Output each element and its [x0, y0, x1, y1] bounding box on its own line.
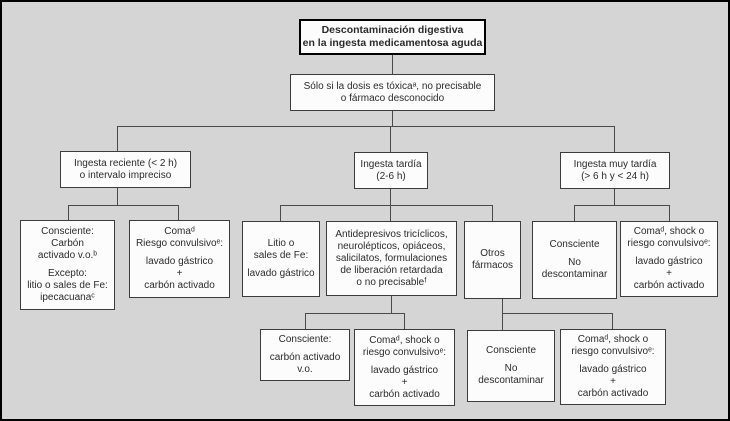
node-coma-shock-1: Comaᵈ, shock o riesgo convulsivoᵉ: lavad… — [620, 221, 718, 297]
node-consciente-no-descontaminar-1: Consciente No descontaminar — [532, 221, 617, 299]
connector-line — [404, 313, 405, 329]
node-text: lavado gástrico + carbón activado — [577, 364, 649, 399]
node-text: lavado gástrico + carbón activado — [144, 256, 215, 291]
connector-line — [68, 205, 69, 220]
connector-line — [305, 313, 405, 314]
node-coma-shock-2: Comaᵈ, shock o riesgo convulsivoᵉ: lavad… — [354, 329, 455, 406]
node-text: lavado gástrico — [247, 268, 315, 279]
connector-line — [502, 313, 503, 330]
node-text: Antidepresivos tricíclicos, neuroléptico… — [335, 228, 448, 288]
connector-line — [502, 313, 613, 314]
node-text: Excepto: litio o sales de Fe: ipecacuana… — [27, 268, 108, 303]
node-title: Descontaminación digestiva en la ingesta… — [299, 19, 486, 55]
node-text: Comaᵈ, shock o riesgo convulsivoᵉ: — [627, 226, 711, 249]
connector-line — [574, 205, 670, 206]
node-text: Litio o sales de Fe: — [253, 238, 309, 261]
node-text: Comaᵈ Riesgo convulsivoᵉ: — [135, 226, 224, 249]
node-antidepresivos-triciclicos: Antidepresivos tricíclicos, neuroléptico… — [326, 221, 457, 296]
node-text: Comaᵈ, shock o riesgo convulsivoᵉ: — [571, 334, 655, 357]
node-text: Consciente — [485, 345, 537, 356]
connector-line — [502, 298, 503, 313]
connector-line — [390, 126, 391, 152]
connector-line — [117, 188, 118, 205]
node-consciente-no-descontaminar-2: Consciente No descontaminar — [467, 330, 555, 402]
connector-line — [669, 205, 670, 221]
node-text: lavado gástrico + carbón activado — [633, 256, 705, 291]
connector-line — [392, 55, 393, 74]
node-text: lavado gástrico + carbón activado — [369, 364, 440, 400]
node-text: No descontaminar — [478, 363, 544, 386]
node-dose-condition: Sólo si la dosis es tóxicaᵃ, no precisab… — [290, 74, 495, 111]
node-text: Otros fármacos — [471, 248, 514, 271]
node-text: Consciente — [549, 239, 600, 250]
node-text: Consciente: Carbón activado v.o.ᵇ — [37, 226, 98, 261]
connector-line — [391, 296, 392, 313]
node-text: Comaᵈ, shock o riesgo convulsivoᵉ: — [362, 334, 447, 358]
connector-line — [178, 205, 179, 220]
node-ingesta-reciente: Ingesta reciente (< 2 h) o intervalo imp… — [60, 151, 191, 188]
node-consciente-carbon-excepto: Consciente: Carbón activado v.o.ᵇ Except… — [20, 220, 115, 310]
node-coma-riesgo-convulsivo: Comaᵈ Riesgo convulsivoᵉ: lavado gástric… — [129, 220, 230, 298]
node-ingesta-muy-tardia: Ingesta muy tardía (> 6 h y < 24 h) — [560, 152, 670, 189]
node-dose-condition-text: Sólo si la dosis es tóxicaᵃ, no precisab… — [303, 80, 482, 104]
connector-line — [117, 126, 118, 151]
node-text: No descontaminar — [541, 257, 608, 280]
connector-line — [614, 126, 615, 152]
connector-line — [574, 205, 575, 221]
connector-line — [280, 205, 493, 206]
node-ingesta-muy-tardia-text: Ingesta muy tardía (> 6 h y < 24 h) — [573, 158, 657, 182]
connector-line — [68, 205, 179, 206]
connector-line — [614, 189, 615, 205]
node-otros-farmacos: Otros fármacos — [464, 221, 521, 299]
node-text: carbón activado v.o. — [269, 352, 341, 375]
connector-line — [305, 313, 306, 329]
connector-line — [392, 111, 393, 126]
connector-line — [117, 126, 615, 127]
connector-line — [492, 205, 493, 221]
node-ingesta-reciente-text: Ingesta reciente (< 2 h) o intervalo imp… — [73, 157, 178, 181]
node-coma-shock-3: Comaᵈ, shock o riesgo convulsivoᵉ: lavad… — [560, 329, 666, 405]
node-title-text: Descontaminación digestiva en la ingesta… — [302, 24, 483, 49]
connector-line — [280, 205, 281, 221]
connector-line — [612, 313, 613, 329]
node-text: Consciente: — [278, 334, 332, 345]
node-litio-sales-fe: Litio o sales de Fe: lavado gástrico — [242, 221, 320, 297]
node-ingesta-tardia: Ingesta tardía (2-6 h) — [354, 152, 428, 189]
node-ingesta-tardia-text: Ingesta tardía (2-6 h) — [360, 158, 422, 182]
node-consciente-carbon-vo: Consciente: carbón activado v.o. — [260, 329, 350, 381]
